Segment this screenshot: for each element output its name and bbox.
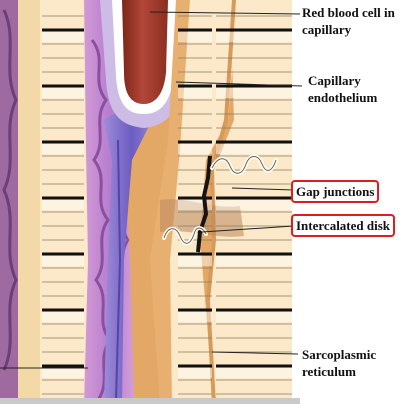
a-band	[42, 256, 84, 266]
a-band	[216, 312, 294, 322]
a-band	[216, 256, 294, 266]
a-band	[216, 368, 294, 378]
label-red-blood-cell-line2: capillary	[302, 21, 395, 38]
label-sarcoplasmic-reticulum-line1: Sarcoplasmic	[302, 346, 376, 363]
a-band	[178, 88, 212, 98]
a-band	[216, 88, 294, 98]
a-band	[178, 32, 212, 42]
a-band	[42, 312, 84, 322]
a-band	[216, 144, 294, 154]
a-band	[42, 88, 84, 98]
a-band	[216, 200, 294, 210]
label-capillary-endothelium: Capillary endothelium	[308, 72, 377, 106]
label-gap-junctions: Gap junctions	[291, 180, 379, 203]
a-band	[178, 144, 212, 154]
label-capillary-endothelium-line1: Capillary	[308, 72, 377, 89]
a-band	[42, 200, 84, 210]
a-band	[42, 32, 84, 42]
label-intercalated-disk: Intercalated disk	[291, 214, 395, 237]
red-blood-cell	[122, 0, 168, 104]
a-band	[216, 32, 294, 42]
label-red-blood-cell: Red blood cell in capillary	[302, 4, 395, 38]
a-band	[178, 256, 212, 266]
a-band	[178, 312, 212, 322]
label-sarcoplasmic-reticulum-line2: reticulum	[302, 363, 376, 380]
a-band	[42, 144, 84, 154]
label-red-blood-cell-line1: Red blood cell in	[302, 4, 395, 21]
a-band	[42, 368, 84, 378]
label-capillary-endothelium-line2: endothelium	[308, 89, 377, 106]
a-band	[178, 368, 212, 378]
bottom-edge	[0, 398, 300, 404]
label-sarcoplasmic-reticulum: Sarcoplasmic reticulum	[302, 346, 376, 380]
